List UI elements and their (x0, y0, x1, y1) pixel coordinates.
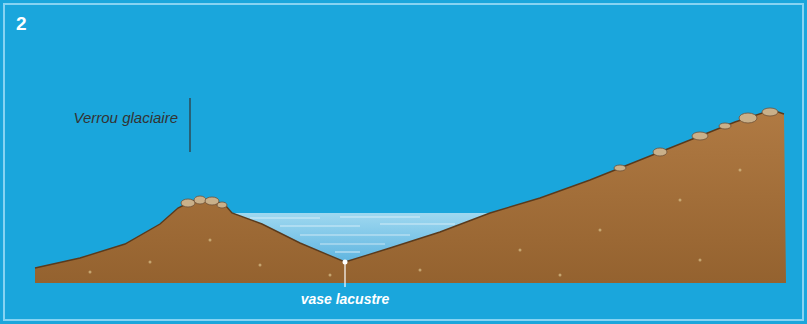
terrain (35, 110, 786, 283)
leader-line (189, 98, 190, 152)
water-ripples (250, 217, 455, 252)
part-label: Verrou glaciaire (68, 108, 178, 128)
leader-line (344, 262, 345, 287)
soil-grains (89, 169, 742, 277)
figure-number: 2 (16, 12, 27, 37)
rocks (181, 108, 778, 208)
part-label: vase lacustre (301, 290, 390, 308)
lake (232, 213, 490, 262)
leader-dot (343, 260, 348, 265)
frame (4, 4, 803, 320)
ground-line (35, 110, 784, 268)
